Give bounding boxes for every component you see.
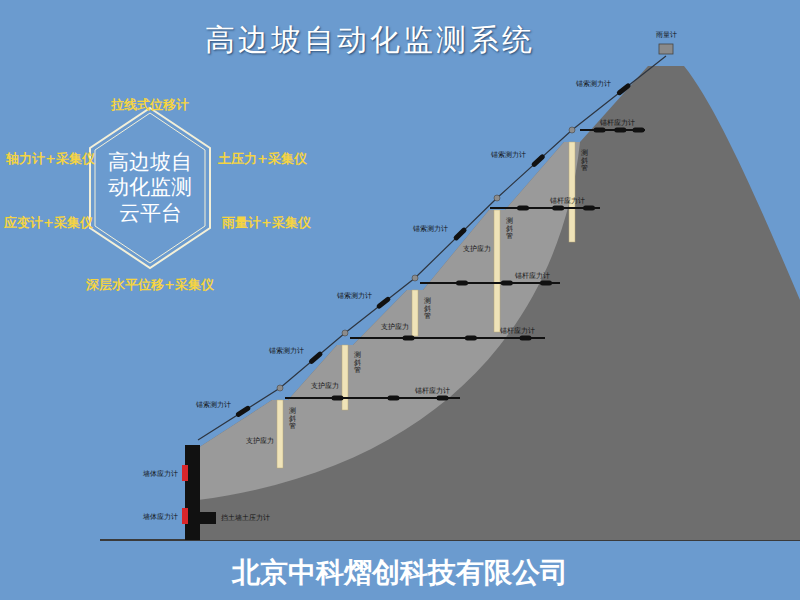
- displacement-sensor: [235, 405, 251, 418]
- part-label: 锚索测力计: [491, 150, 526, 160]
- rod-sensor: [517, 206, 529, 211]
- part-label: 锚索测力计: [413, 224, 448, 234]
- part-label: 锚索测力计: [576, 79, 611, 89]
- part-label: 墙体应力计: [143, 469, 178, 479]
- part-label: 支护应力: [463, 244, 491, 254]
- platform-text: 高边坡自动化监测云平台: [105, 150, 195, 227]
- rod-sensor: [501, 281, 513, 286]
- rod-sensor: [552, 206, 564, 211]
- company-caption: 北京中科熠创科技有限公司: [232, 554, 568, 592]
- part-label: 锚杆应力计: [600, 118, 635, 128]
- pile-label: 测斜管: [581, 150, 588, 173]
- sensor-label: 应变计+采集仪: [4, 214, 93, 232]
- displacement-sensor: [531, 153, 546, 167]
- piles: [277, 142, 575, 468]
- cable-post: [342, 330, 348, 336]
- displacement-sensor: [616, 82, 632, 96]
- displacement-sensor: [308, 351, 323, 365]
- rod-sensor: [388, 396, 400, 401]
- part-label: 挡土墙土压力计: [221, 513, 270, 523]
- anchor-rod: [420, 282, 560, 284]
- sensor-label: 拉线式位移计: [111, 96, 189, 114]
- rod-sensor: [583, 206, 595, 211]
- pull-wire: [198, 56, 666, 440]
- rod-sensor: [332, 396, 344, 401]
- rod-sensor: [403, 336, 415, 341]
- wall-sensor: [182, 508, 188, 524]
- cable-post: [412, 275, 418, 281]
- part-label: 锚杆应力计: [550, 196, 585, 206]
- rain-gauge: [659, 44, 673, 54]
- sensor-label: 雨量计+采集仪: [222, 214, 311, 232]
- displacement-sensor: [376, 296, 392, 310]
- pile-label: 测斜管: [506, 218, 513, 241]
- cloud-platform-hexagon: 高边坡自动化监测云平台: [88, 106, 212, 270]
- part-label: 支护应力: [246, 436, 274, 446]
- cable-post: [494, 195, 500, 201]
- cable-post: [277, 385, 283, 391]
- part-label: 支护应力: [311, 381, 339, 391]
- rod-sensor: [437, 396, 449, 401]
- rod-sensor: [540, 281, 552, 286]
- rod-sensor: [456, 281, 468, 286]
- displacement-sensor: [453, 227, 468, 242]
- cable: [198, 56, 666, 440]
- anchor-rods: [285, 128, 645, 401]
- anchor-rod: [285, 397, 460, 399]
- wall-sensor: [182, 465, 188, 481]
- part-label: 墙体应力计: [143, 512, 178, 522]
- retaining-wall: [185, 445, 200, 540]
- rod-sensor: [594, 128, 606, 133]
- sensor-label: 土压力+采集仪: [218, 150, 307, 168]
- part-label: 锚杆应力计: [500, 326, 535, 336]
- part-label: 锚索测力计: [269, 346, 304, 356]
- title: 高边坡自动化监测系统: [205, 20, 535, 61]
- pile: [569, 142, 575, 242]
- mountain: [198, 66, 800, 540]
- pile: [277, 400, 283, 468]
- part-label: 支护应力: [381, 322, 409, 332]
- rod-sensor: [520, 336, 532, 341]
- earth-pressure-block: [200, 512, 216, 524]
- slip-mass: [198, 142, 580, 500]
- pile-label: 测斜管: [354, 352, 361, 375]
- pile-label: 测斜管: [424, 298, 431, 321]
- part-label: 雨量计: [656, 30, 677, 40]
- part-label: 锚索测力计: [337, 291, 372, 301]
- cable-post: [569, 127, 575, 133]
- sensor-label: 深层水平位移+采集仪: [86, 276, 214, 294]
- pile: [494, 210, 500, 332]
- pile-label: 测斜管: [289, 408, 296, 431]
- rod-sensor: [614, 128, 626, 133]
- rod-sensor: [633, 128, 645, 133]
- pile: [342, 345, 348, 410]
- rod-sensor: [465, 336, 477, 341]
- pile: [412, 290, 418, 336]
- part-label: 锚杆应力计: [415, 386, 450, 396]
- part-label: 锚索测力计: [196, 400, 231, 410]
- sensor-label: 轴力计+采集仪: [6, 150, 95, 168]
- part-label: 锚杆应力计: [515, 271, 550, 281]
- anchor-rod: [350, 337, 545, 339]
